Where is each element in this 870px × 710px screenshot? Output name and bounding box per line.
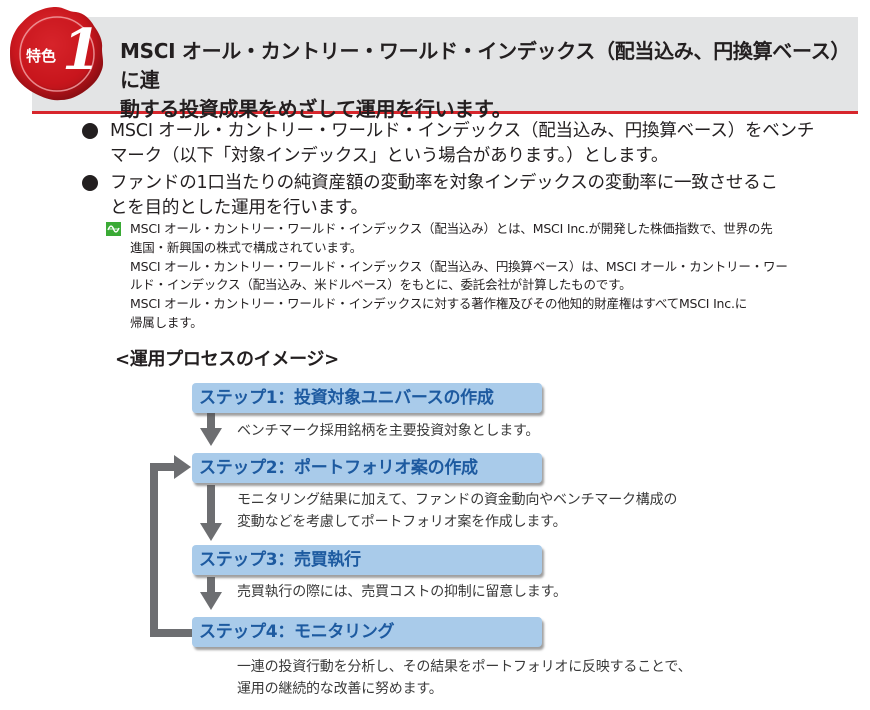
feature-title: MSCI オール・カントリー・ワールド・インデックス（配当込み、円換算ベース）に… [120,37,855,124]
process-step-1: ステップ1：投資対象ユニバースの作成 [192,383,542,413]
bullet-dot-icon [82,123,98,139]
note-line: MSCI オール・カントリー・ワールド・インデックス（配当込み、円換算ベース）は… [130,258,788,274]
bullet-line: とを目的とした運用を行います。 [110,198,368,218]
note-line: 進国・新興国の株式で構成されています。 [130,239,363,255]
bullet-line: MSCI オール・カントリー・ワールド・インデックス（配当込み、円換算ベース）を… [110,121,815,141]
index-wave-icon [106,222,121,236]
feature-badge: 特色 1 [6,4,106,104]
bullet-dot-icon [82,175,98,191]
feature-banner [32,17,858,111]
process-step-4: ステップ4：モニタリング [192,617,542,647]
feature-title-line: 動する投資成果をめざして運用を行います。 [120,97,512,121]
wax-seal-icon [10,7,104,101]
process-step-4-description: 一連の投資行動を分析し、その結果をポートフォリオに反映することで、 運用の継続的… [237,659,692,697]
process-step-1-description: ベンチマーク採用銘柄を主要投資対象とします。 [237,423,540,439]
bullet-line: ファンドの1口当たりの純資産額の変動率を対象インデックスの変動率に一致させるこ [110,173,778,193]
bullet-item: MSCI オール・カントリー・ワールド・インデックス（配当込み、円換算ベース）を… [82,119,842,169]
process-step-3: ステップ3：売買執行 [192,545,542,575]
process-step-2: ステップ2：ポートフォリオ案の作成 [192,453,542,483]
note-line: 帰属します。 [130,314,203,330]
bullet-item: ファンドの1口当たりの純資産額の変動率を対象インデックスの変動率に一致させるこ … [82,171,842,221]
feature-title-line: MSCI オール・カントリー・ワールド・インデックス（配当込み、円換算ベース）に… [120,39,851,92]
process-title: <運用プロセスのイメージ> [115,349,339,370]
badge-label: 特色 [26,47,57,65]
note-line: MSCI オール・カントリー・ワールド・インデックスに対する著作権及びその他知的… [130,296,748,312]
note-line: MSCI オール・カントリー・ワールド・インデックス（配当込み）とは、MSCI … [130,221,773,236]
banner-red-rule [32,111,858,114]
badge-number: 1 [62,17,101,83]
bullet-line: マーク（以下「対象インデックス」という場合があります。）とします。 [110,146,669,166]
note-line: ルド・インデックス（配当込み、米ドルベース）をもとに、委託会社が計算したものです… [130,277,632,293]
process-step-2-description: モニタリング結果に加えて、ファンドの資金動向やベンチマーク構成の 変動などを考慮… [237,492,678,530]
bullet-list: MSCI オール・カントリー・ワールド・インデックス（配当込み、円換算ベース）を… [82,119,842,223]
index-note: MSCI オール・カントリー・ワールド・インデックス（配当込み）とは、MSCI … [106,220,826,333]
process-step-3-description: 売買執行の際には、売買コストの抑制に留意します。 [237,584,567,600]
